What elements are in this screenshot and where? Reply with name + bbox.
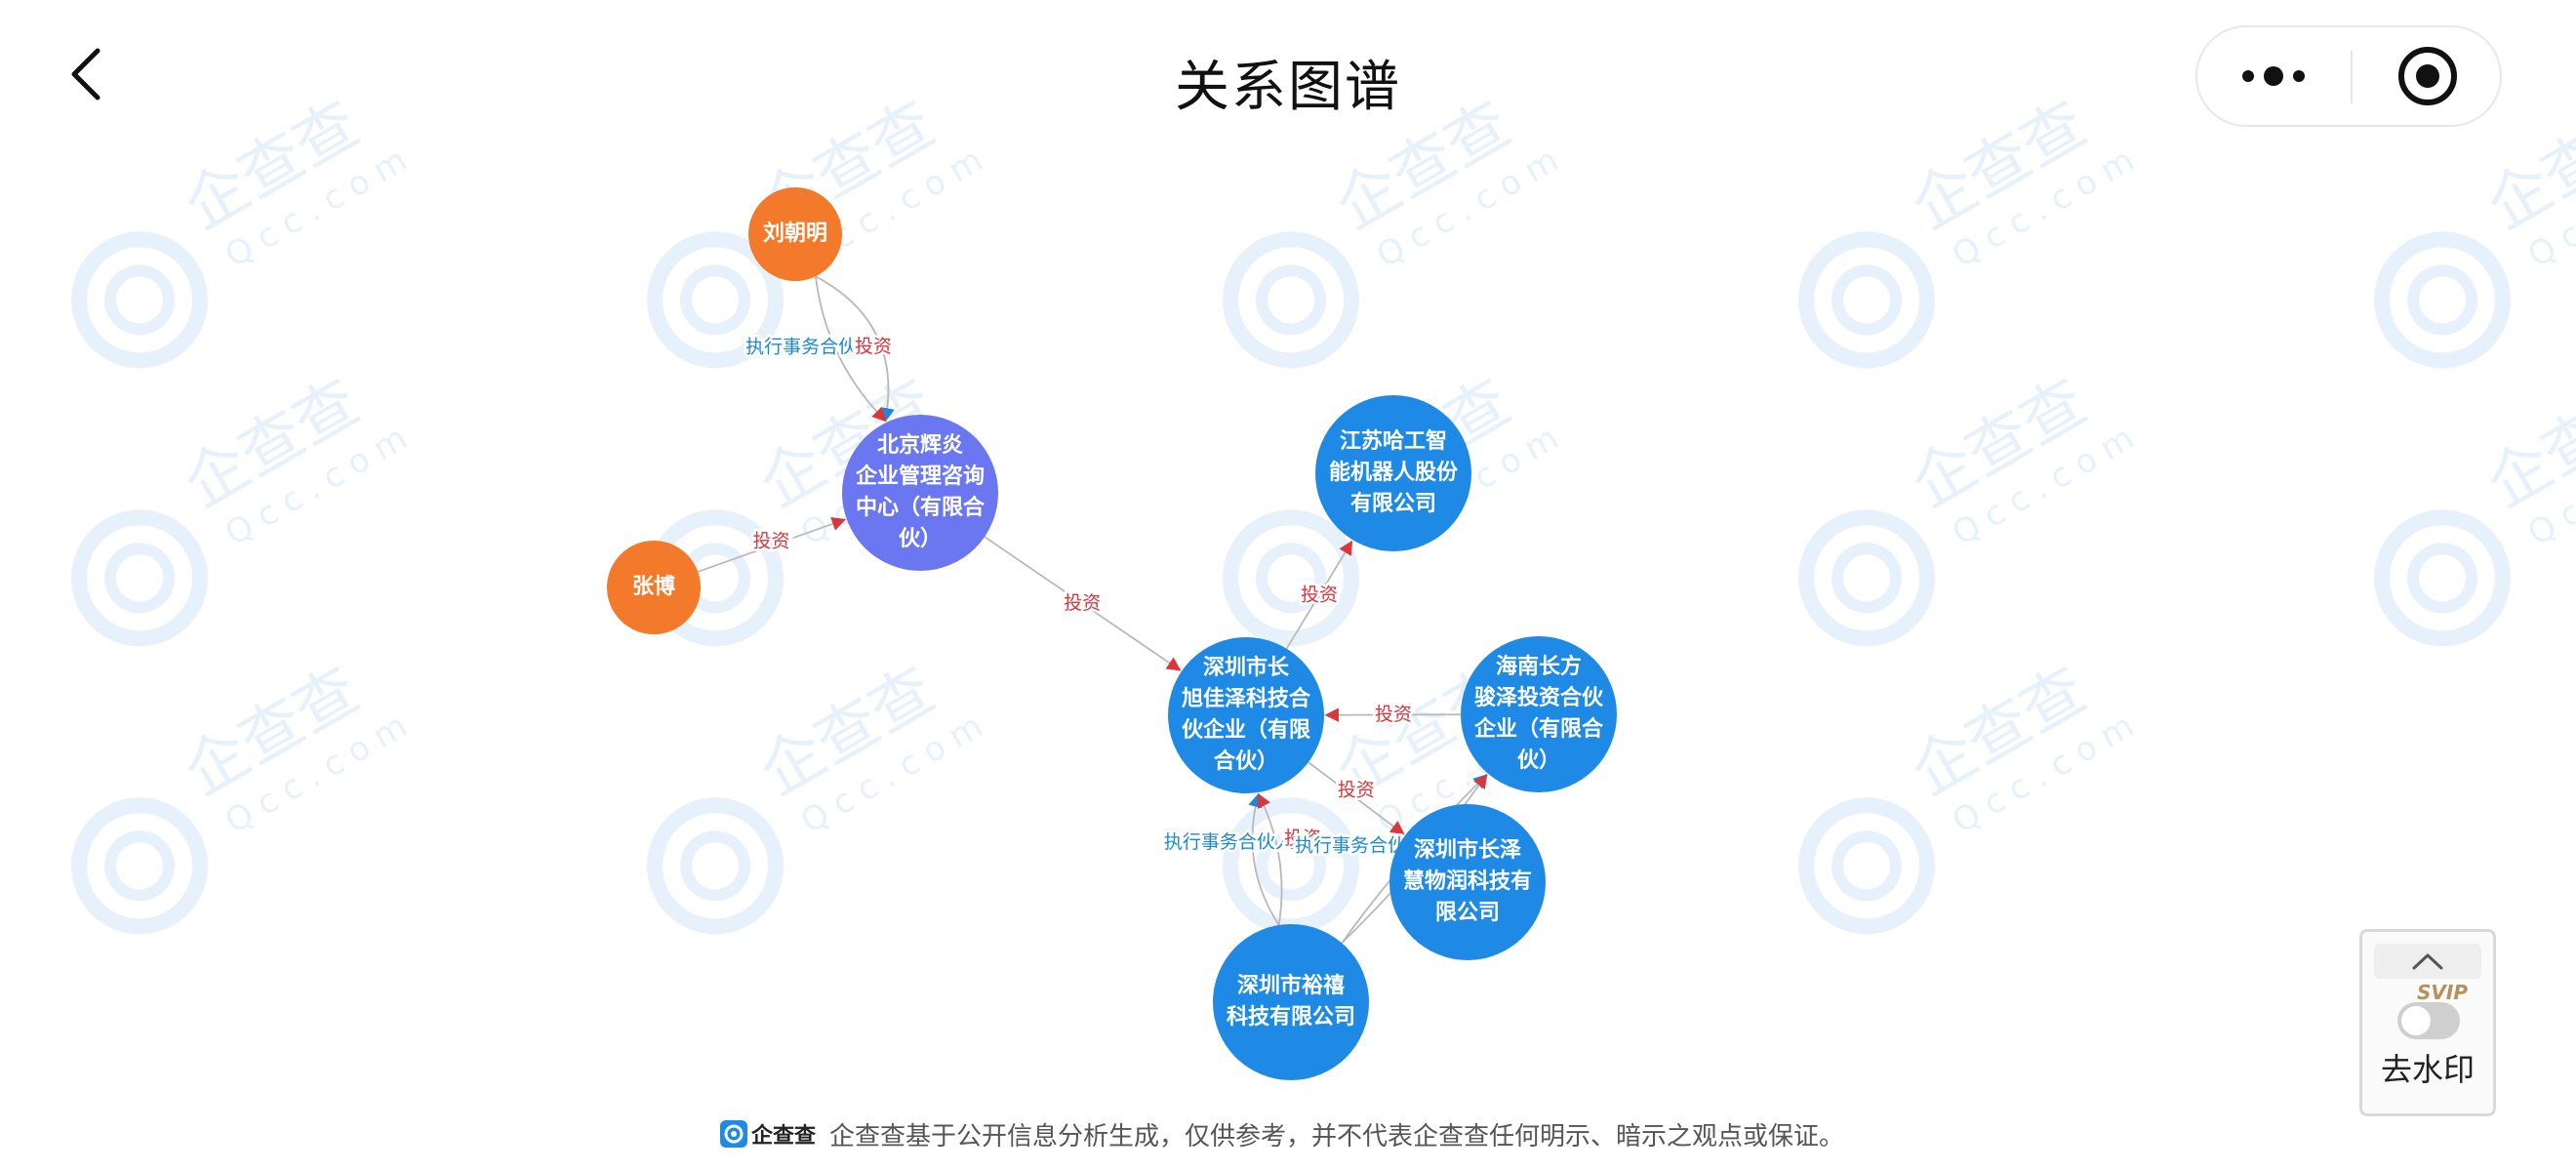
node-zhangbo[interactable]: 张博 [607,541,701,634]
node-label-line: 有限公司 [1350,491,1436,516]
node-circle [1213,924,1369,1080]
node-circle [1389,804,1546,960]
node-label-line: 江苏哈工智 [1340,428,1447,454]
edge-label-executive: 执行事务合伙人 [745,337,875,358]
node-label-line: 中心（有限合 [856,495,986,520]
close-target-button[interactable] [2353,27,2502,125]
svip-badge: SVIP [2417,981,2468,1004]
node-label-line: 深圳市裕禧 [1237,973,1345,998]
node-label-line: 能机器人股份 [1329,460,1459,485]
edge-label-invest: 投资 [1301,584,1338,605]
edge-label-invest: 投资 [1064,592,1101,614]
footer-brand: 企查查 [751,1124,817,1149]
edge-label-invest: 投资 [1375,704,1412,725]
node-label-line: 深圳市长 [1203,655,1290,680]
remove-watermark-label: 去水印 [2380,1051,2475,1088]
footer-disclaimer-text: 企查查基于公开信息分析生成，仅供参考，并不代表企查查任何明示、暗示之观点或保证。 [829,1121,1845,1151]
target-circle-icon [2397,47,2457,105]
edge-invest [814,276,887,423]
node-label-line: 伙） [899,527,942,551]
edge-label-invest: 投资 [855,336,892,357]
qcc-logo-icon [720,1120,747,1148]
node-label-line: 合伙） [1214,748,1278,774]
node-label-line: 海南长方 [1496,654,1582,679]
edge-label-invest: 投资 [1338,779,1375,800]
node-label-line: 慧物润科技有 [1403,868,1532,894]
edge-executive [815,275,895,423]
mini-program-capsule [2195,25,2502,127]
edge-invest [1308,761,1405,835]
back-button[interactable] [57,39,115,109]
node-circle [1315,395,1471,551]
node-label-line: 旭佳泽科技合 [1181,686,1311,711]
node-circle [748,187,842,281]
toggle-knob [2401,1006,2431,1035]
node-label-line: 科技有限公司 [1227,1004,1355,1030]
node-label-line: 张博 [632,574,675,599]
edge-label-executive: 执行事务合伙人 [1164,831,1294,853]
edge-invest [1285,540,1353,650]
chevron-up-icon [2412,953,2443,970]
node-label-line: 企业（有限合 [1473,716,1604,742]
remove-watermark-panel[interactable]: SVIP 去水印 [2359,929,2496,1116]
edge-label-invest: 投资 [752,531,789,552]
edge-invest [697,517,847,573]
node-circle [842,415,998,571]
chevron-left-icon [71,48,101,101]
node-label-line: 伙） [1517,748,1560,773]
node-circle [1461,636,1617,792]
more-button[interactable] [2197,27,2349,125]
more-dots-icon [2241,66,2305,86]
node-liuchaoming[interactable]: 刘朝明 [748,187,842,281]
capsule-divider [2351,51,2353,103]
node-label-line: 骏泽投资合伙 [1474,685,1604,710]
remove-watermark-toggle[interactable] [2397,1002,2460,1039]
node-label-line: 限公司 [1435,901,1500,925]
node-circle [607,541,701,634]
collapse-button[interactable] [2374,944,2481,979]
node-label-line: 刘朝明 [763,221,827,246]
edge-invest [1257,792,1283,926]
edge-executive [1248,792,1280,926]
node-label-line: 北京辉炎 [877,432,963,458]
footer-disclaimer: 企查查 企查查基于公开信息分析生成，仅供参考，并不代表企查查任何明示、暗示之观点… [720,1116,1844,1151]
node-label-line: 深圳市长泽 [1414,837,1521,863]
node-label-line: 伙企业（有限 [1182,717,1310,743]
edge-label-invest: 投资 [1284,828,1321,849]
nodes-layer: 刘朝明张博北京辉炎企业管理咨询中心（有限合伙）江苏哈工智能机器人股份有限公司深圳… [607,187,1617,1080]
node-label-line: 企业管理咨询 [855,464,985,489]
node-circle [1168,637,1324,793]
page-title: 关系图谱 [1175,56,1401,119]
edge-invest [984,536,1182,671]
qcc-logo: 企查查 [720,1118,816,1150]
